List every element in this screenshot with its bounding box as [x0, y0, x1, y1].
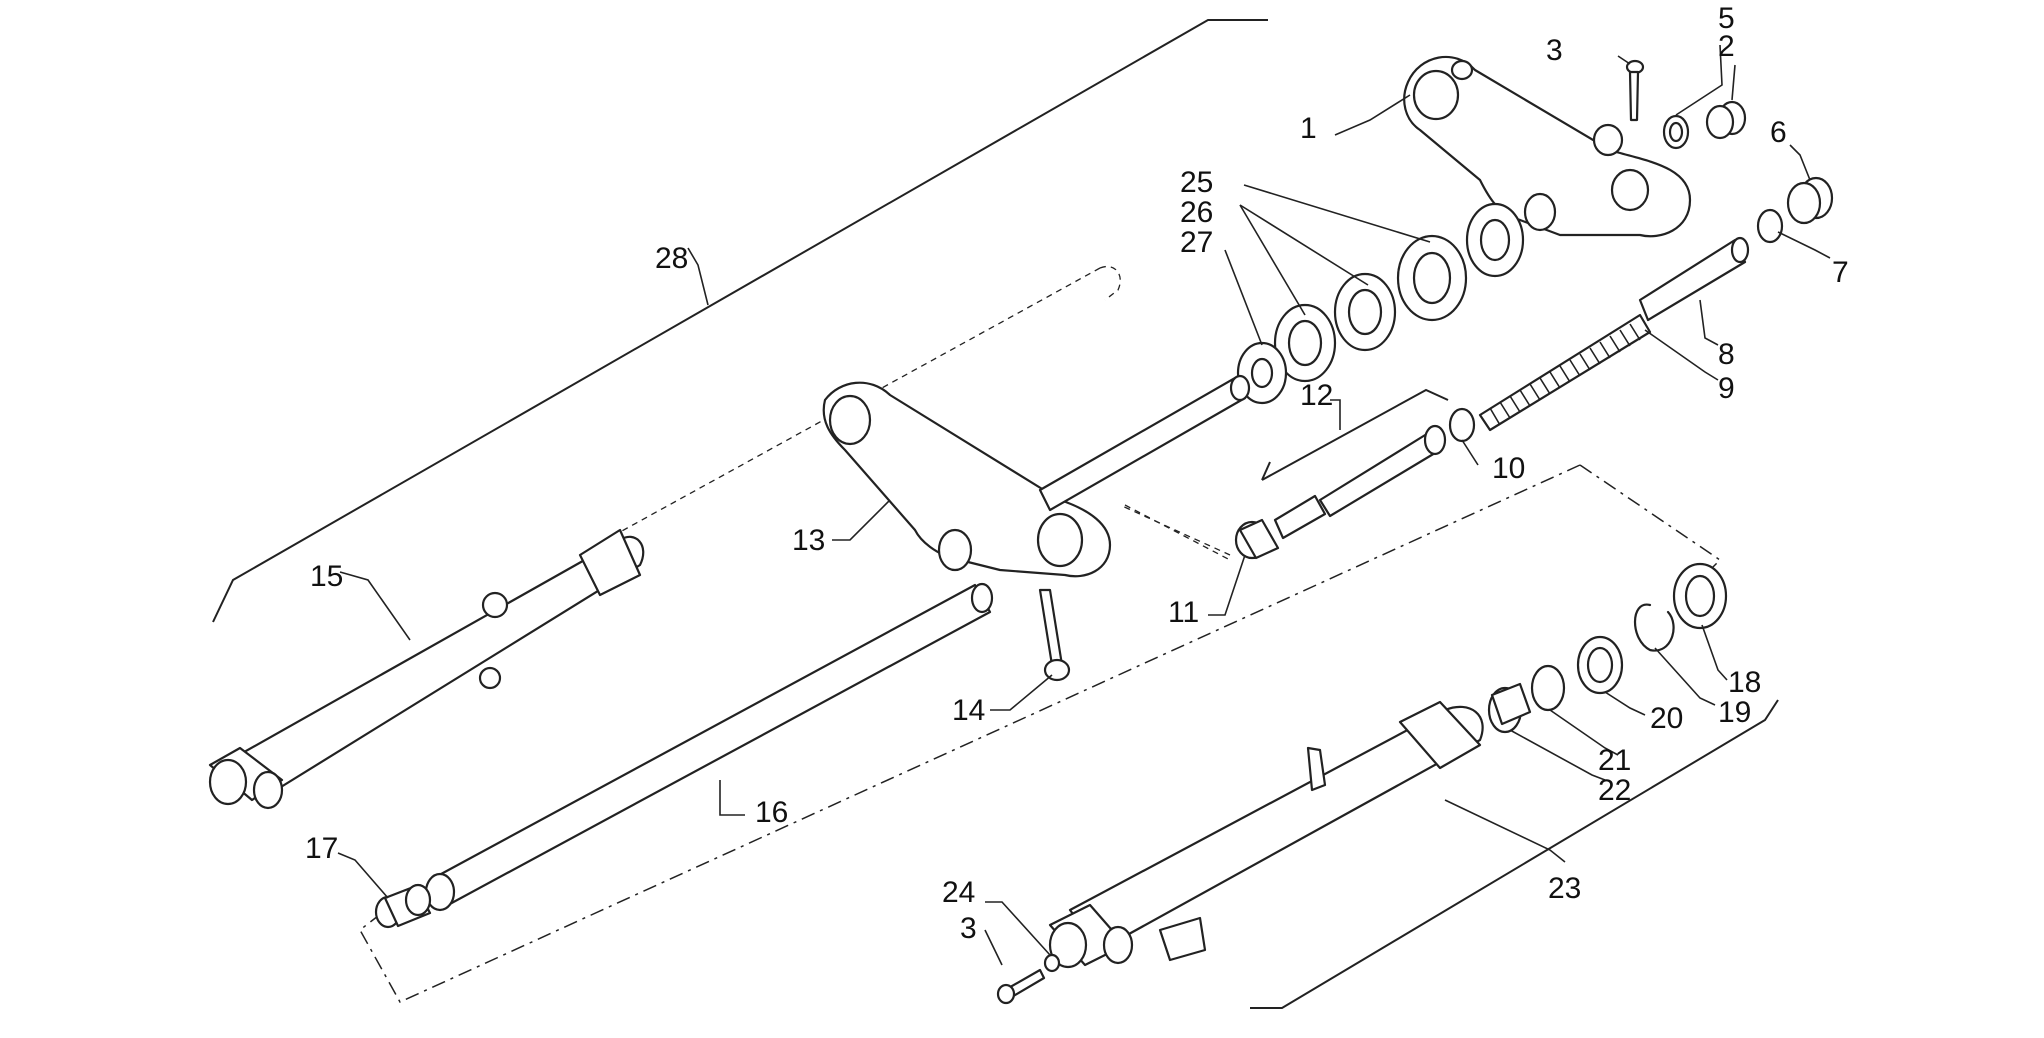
- group-bracket-28: [212, 19, 1268, 623]
- label-16: 16: [755, 796, 788, 829]
- construction-lines: [359, 265, 1722, 1003]
- label-10: 10: [1492, 452, 1525, 485]
- oil-seal-20: [1576, 635, 1624, 695]
- label-7: 7: [1832, 256, 1849, 289]
- fork-slider-23: [1048, 700, 1484, 969]
- o-ring-7: [1756, 208, 1784, 244]
- cap-nut-6: [1786, 176, 1834, 225]
- label-1: 1: [1300, 112, 1317, 145]
- label-15: 15: [310, 560, 343, 593]
- label-2: 2: [1718, 30, 1735, 63]
- top-nut-2: [1705, 100, 1747, 140]
- fork-tube-16: [424, 582, 994, 912]
- damper-tube-8: [1638, 236, 1750, 322]
- label-28: 28: [655, 242, 688, 275]
- washer-21: [1530, 664, 1566, 712]
- label-9: 9: [1718, 372, 1735, 405]
- label-17: 17: [305, 832, 338, 865]
- ring-nut-25: [1465, 202, 1525, 278]
- bushing-22: [1487, 682, 1532, 734]
- bearing-26-b: [1273, 303, 1337, 383]
- label-19: 19: [1718, 696, 1751, 729]
- label-6: 6: [1770, 116, 1787, 149]
- bolt-3-lower: [996, 968, 1046, 1005]
- group-bracket-12: [1261, 388, 1449, 481]
- dust-seal-18: [1672, 562, 1728, 630]
- label-18: 18: [1728, 666, 1761, 699]
- label-3-top: 3: [1546, 34, 1563, 67]
- label-21: 21: [1598, 744, 1631, 777]
- group-bracket-23: [1250, 699, 1779, 1009]
- washer-24: [1043, 953, 1061, 973]
- label-12: 12: [1300, 379, 1333, 412]
- small-spring: [1273, 494, 1327, 540]
- label-23: 23: [1548, 872, 1581, 905]
- label-8: 8: [1718, 338, 1735, 371]
- bolt-14: [1038, 588, 1071, 682]
- label-26: 26: [1180, 196, 1213, 229]
- label-3-lower: 3: [960, 912, 977, 945]
- lower-triple-clamp: [822, 381, 1112, 578]
- circlip-19: [1633, 603, 1675, 652]
- washer-5: [1662, 114, 1690, 150]
- bushing-17: [374, 883, 432, 929]
- label-13: 13: [792, 524, 825, 557]
- label-27: 27: [1180, 226, 1213, 259]
- label-11: 11: [1168, 596, 1199, 629]
- bolt-3-top: [1625, 59, 1645, 122]
- leader-lines: [337, 44, 1831, 966]
- label-22: 22: [1598, 774, 1631, 807]
- damper-rod-12: [1318, 424, 1447, 518]
- o-ring-10: [1448, 407, 1476, 443]
- label-25: 25: [1180, 166, 1213, 199]
- label-24: 24: [942, 876, 975, 909]
- upper-triple-clamp: [1403, 55, 1692, 238]
- fork-slider-15: [208, 528, 645, 810]
- label-20: 20: [1650, 702, 1683, 735]
- steering-stem: [1038, 374, 1251, 512]
- spring-9: [1478, 313, 1652, 432]
- seal-25: [1396, 234, 1468, 322]
- bushing-11: [1234, 518, 1280, 560]
- label-5: 5: [1718, 2, 1735, 35]
- label-14: 14: [952, 694, 985, 727]
- bearing-26-a: [1333, 272, 1397, 352]
- part-labels: 1 3 5 2 6 7 8 9 25 26 27 12 10 11 13 14 …: [305, 2, 1849, 945]
